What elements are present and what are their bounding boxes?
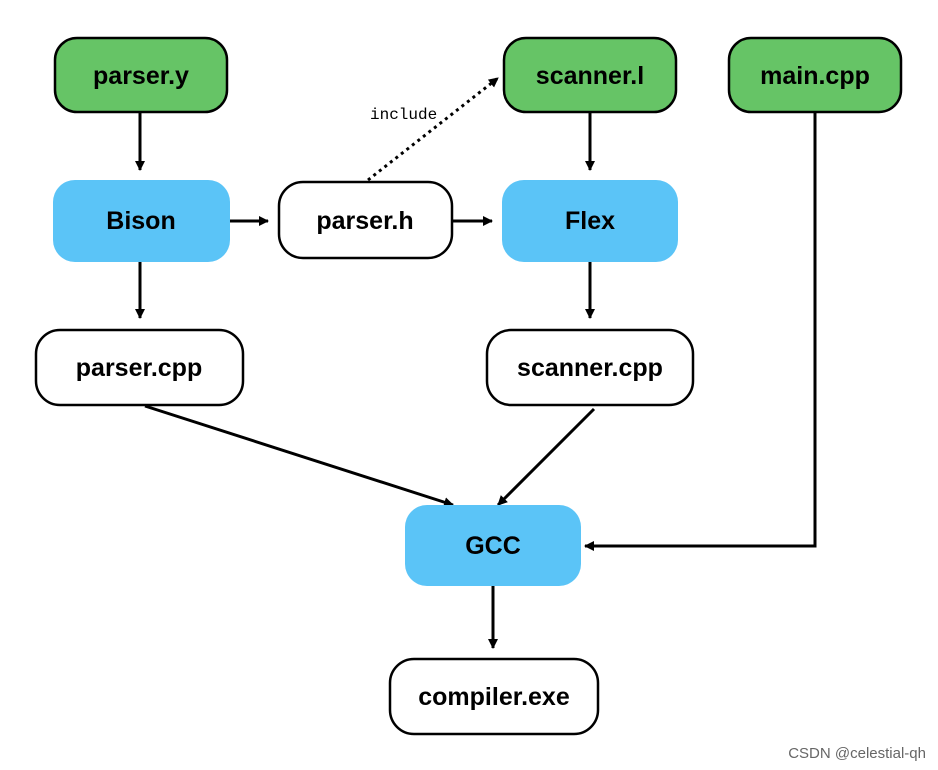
node-label: Bison	[106, 207, 175, 235]
edge-parser-h-include-scanner-l	[367, 76, 499, 182]
node-flex[interactable]: Flex	[502, 180, 678, 262]
node-gcc[interactable]: GCC	[405, 505, 581, 586]
edge-main-cpp-to-gcc	[584, 113, 817, 551]
node-label: compiler.exe	[418, 683, 570, 711]
edge-parser-cpp-to-gcc	[144, 404, 454, 508]
node-label: scanner.cpp	[517, 354, 663, 382]
node-label: parser.h	[316, 207, 413, 235]
watermark: CSDN @celestial-qh	[788, 745, 926, 762]
node-label: scanner.l	[536, 62, 644, 90]
node-parser-y[interactable]: parser.y	[53, 36, 229, 114]
node-parser-cpp[interactable]: parser.cpp	[34, 328, 245, 407]
node-bison[interactable]: Bison	[53, 180, 230, 262]
node-compiler-exe[interactable]: compiler.exe	[388, 657, 600, 736]
edge-scanner-cpp-to-gcc	[496, 407, 596, 507]
node-main-cpp[interactable]: main.cpp	[727, 36, 903, 114]
node-parser-h[interactable]: parser.h	[277, 180, 454, 260]
node-scanner-l[interactable]: scanner.l	[502, 36, 678, 114]
node-label: GCC	[465, 532, 521, 560]
node-label: parser.cpp	[76, 354, 202, 382]
node-label: parser.y	[93, 62, 189, 90]
node-scanner-cpp[interactable]: scanner.cpp	[485, 328, 695, 407]
node-label: Flex	[565, 207, 615, 235]
include-edge-label: include	[370, 106, 437, 124]
edges	[135, 76, 817, 649]
node-label: main.cpp	[760, 62, 870, 90]
